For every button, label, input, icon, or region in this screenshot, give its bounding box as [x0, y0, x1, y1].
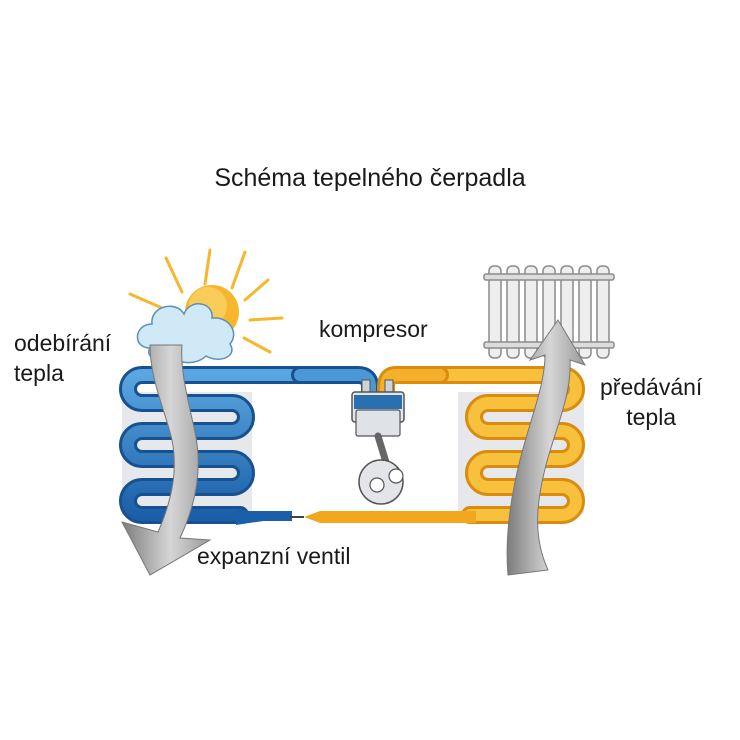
pipe-to-compressor: [291, 366, 379, 401]
warm-air-arrow: [506, 319, 587, 576]
compressor-label: kompresor: [319, 316, 428, 342]
heat-delivery-label: předávání tepla: [600, 372, 702, 432]
expansion-valve-label: expanzní ventil: [197, 543, 351, 569]
pipe-from-compressor: [377, 366, 449, 401]
heat-extraction-label-line1: odebírání: [14, 330, 112, 356]
expansion-valve-icon: [236, 509, 476, 525]
compressor-icon: [351, 379, 405, 505]
heat-delivery-label-line1: předávání: [600, 374, 703, 400]
heat-extraction-label: odebírání tepla: [14, 328, 111, 388]
heat-extraction-label-line2: tepla: [14, 360, 64, 386]
heat-delivery-label-line2: tepla: [626, 404, 677, 430]
condenser-coil: [431, 366, 585, 524]
diagram-title: Schéma tepelného čerpadla: [214, 164, 526, 192]
evaporator-coil: [119, 366, 309, 524]
cold-air-arrow: [121, 344, 212, 576]
